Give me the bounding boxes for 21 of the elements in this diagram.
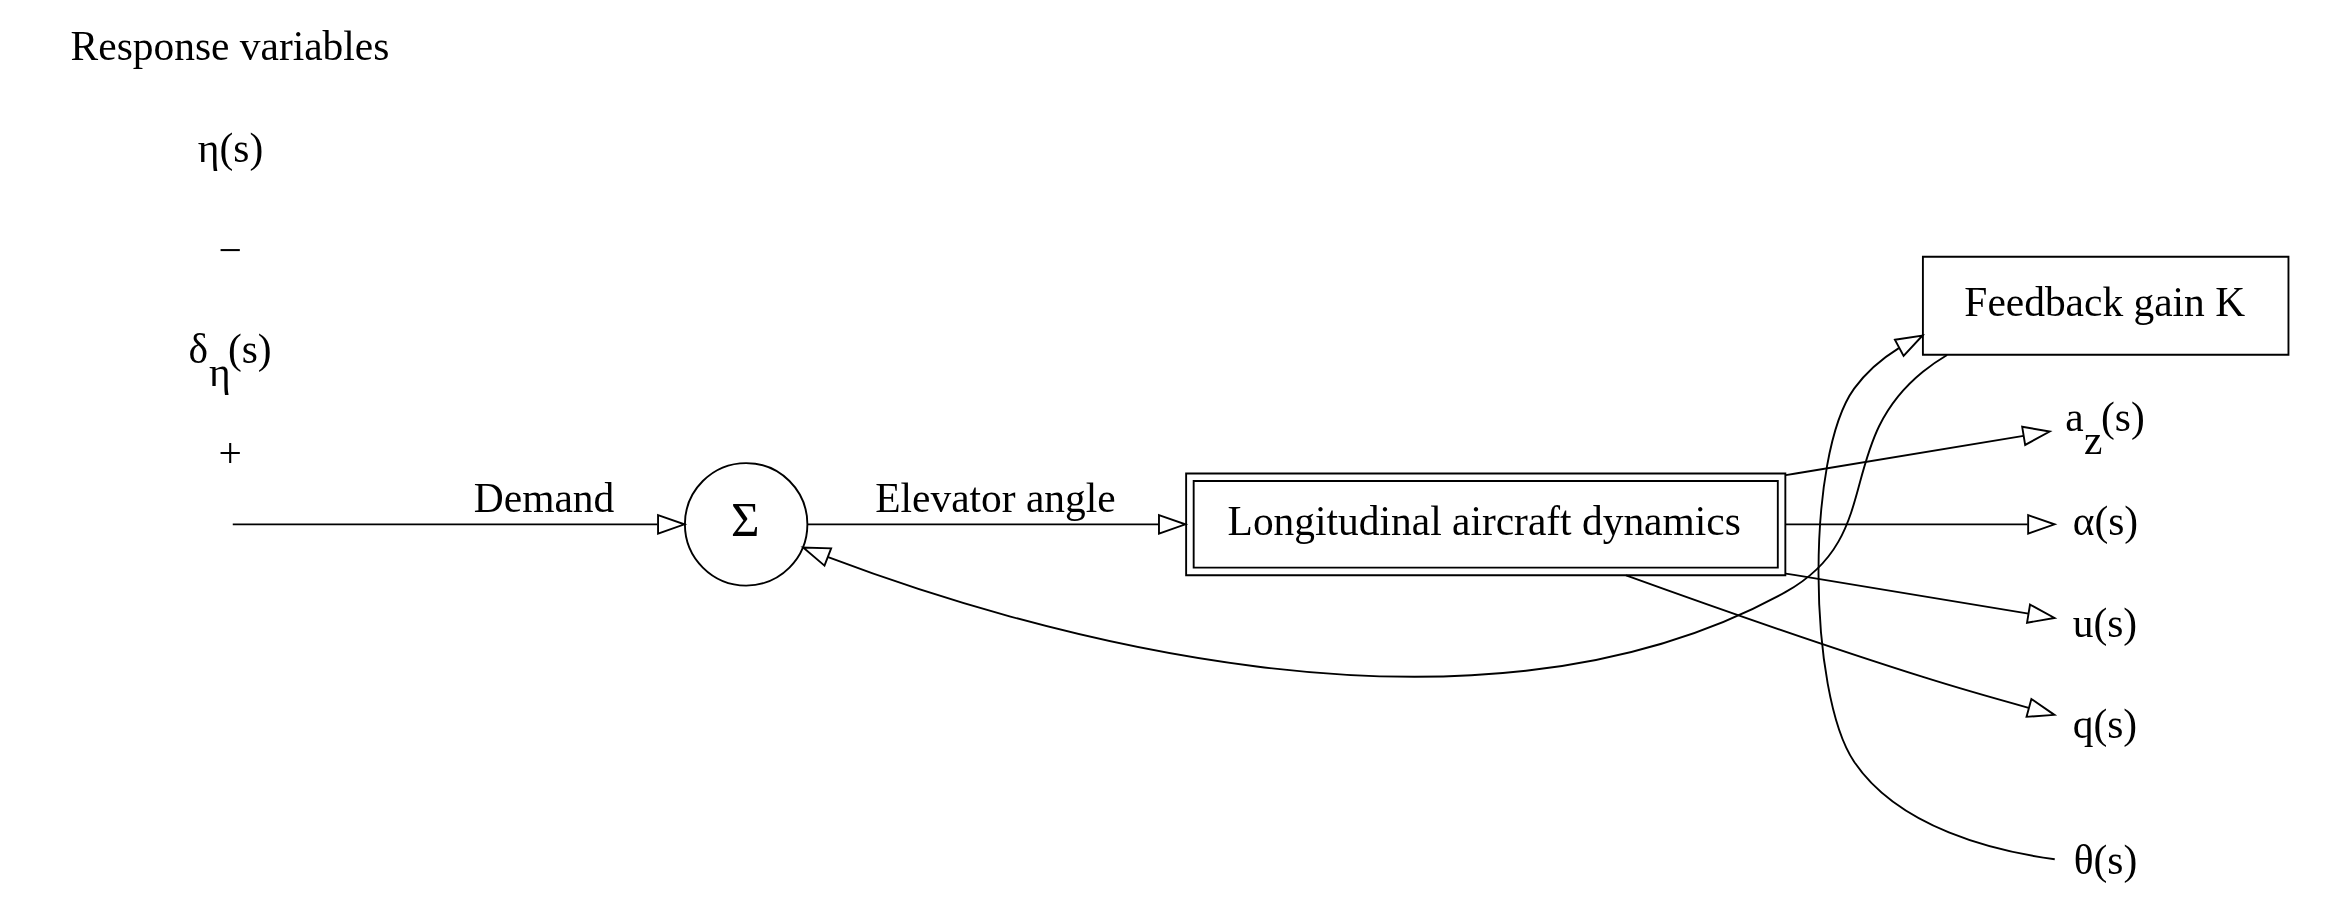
arrow	[1784, 425, 2053, 477]
label: η(s)	[197, 124, 264, 171]
arrow	[231, 513, 688, 535]
node-box: Longitudinal aircraft dynamics	[1185, 472, 1787, 577]
label: −	[218, 226, 242, 273]
label: Response variables	[70, 23, 390, 70]
node-text: u(s)	[2072, 599, 2138, 646]
node-text: α(s)	[2072, 497, 2139, 544]
edge-label: Demand	[473, 475, 615, 522]
arrow	[1784, 572, 2058, 624]
edge-label: Elevator angle	[875, 475, 1116, 522]
arrow	[800, 354, 1949, 678]
label: +	[218, 430, 242, 477]
node-text: q(s)	[2072, 701, 2138, 748]
arrow	[1784, 513, 2058, 535]
node-text: θ(s)	[2073, 837, 2138, 884]
arrow	[1817, 334, 2056, 861]
node-circle: Σ	[683, 462, 809, 587]
node-box: Feedback gain K	[1921, 255, 2290, 356]
arrow	[1625, 574, 2058, 718]
arrow	[806, 513, 1189, 535]
